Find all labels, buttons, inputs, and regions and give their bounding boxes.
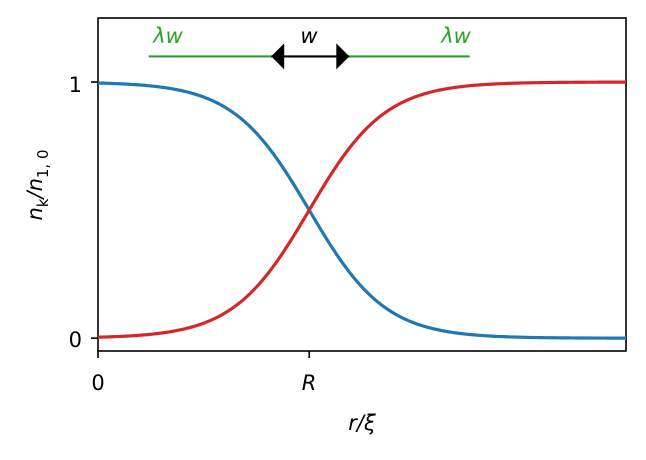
y-tick-label-1: 1 — [69, 73, 82, 97]
y-axis-label: nk/n1, 0 — [23, 149, 52, 220]
left-lambda-w-label: λw — [152, 24, 183, 48]
y-tick-label-0: 0 — [69, 328, 82, 352]
series-line-blue — [97, 81, 626, 340]
middle-w-label: w — [300, 24, 318, 48]
curves-group — [97, 80, 626, 340]
x-tick-label-0: 0 — [91, 371, 104, 395]
x-tick-label-r: R — [302, 371, 317, 395]
w-arrow-left-head — [271, 43, 285, 70]
series-line-red — [97, 80, 626, 339]
x-axis-label: r/ξ — [348, 411, 376, 435]
annotations-group — [148, 43, 470, 70]
w-arrow-right-head — [336, 43, 350, 70]
right-lambda-w-label: λw — [440, 24, 471, 48]
svg-text:nk/n1, 0: nk/n1, 0 — [23, 149, 52, 220]
ticks-group — [91, 81, 311, 358]
plot-frame — [97, 17, 627, 352]
